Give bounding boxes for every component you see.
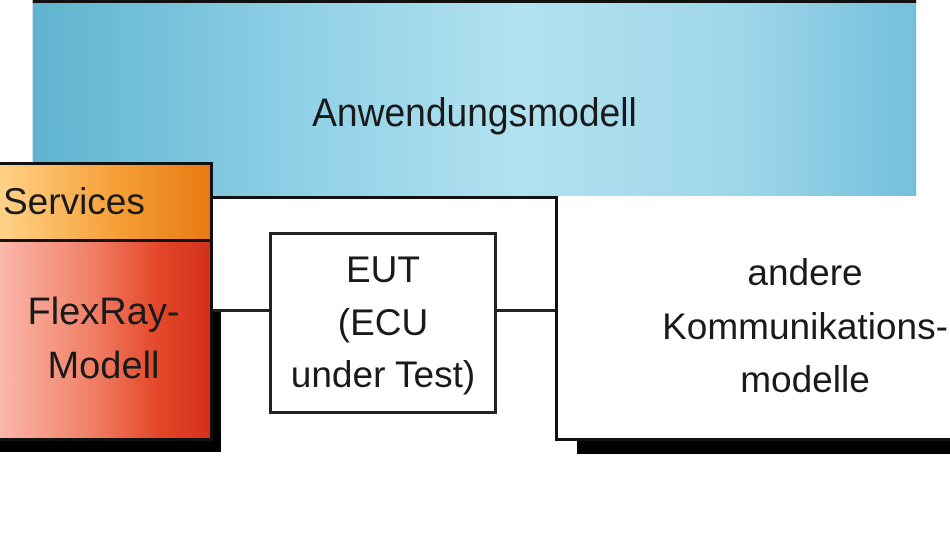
application-model-label: Anwendungsmodell xyxy=(312,91,637,135)
flexray-shadow xyxy=(0,438,221,452)
services-label: Services xyxy=(3,181,145,222)
services-block: Services xyxy=(0,162,213,242)
flexray-model-label: FlexRay- Modell xyxy=(27,291,180,387)
flexray-model-block: FlexRay- Modell xyxy=(0,239,213,441)
other-models-shadow xyxy=(577,438,950,454)
other-communication-models-block: andere Kommunikations- modelle xyxy=(555,196,950,441)
connector-eut-other xyxy=(496,309,556,312)
other-communication-models-label: andere Kommunikations- modelle xyxy=(662,252,948,401)
eut-block: EUT (ECU under Test) xyxy=(269,232,497,414)
eut-label: EUT (ECU under Test) xyxy=(290,249,476,396)
connector-flexray-eut xyxy=(212,309,270,312)
flexray-side-shadow xyxy=(211,310,221,452)
